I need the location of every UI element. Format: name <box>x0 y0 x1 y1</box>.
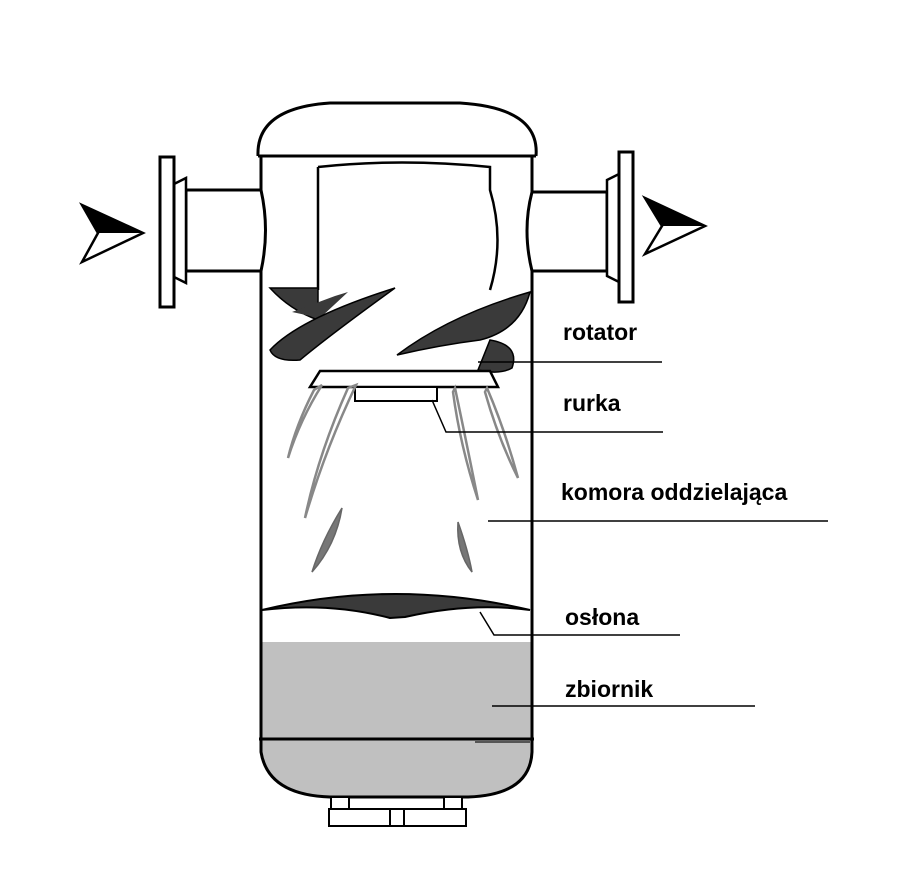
tube-outlet <box>354 386 438 402</box>
label-rotator: rotator <box>563 319 637 345</box>
droplet <box>311 507 343 573</box>
tank-liquid <box>261 642 532 739</box>
leader-line-rurka <box>431 399 663 433</box>
rotator-blade <box>269 287 396 362</box>
leader-line-oslona <box>479 611 680 636</box>
outlet-flange <box>605 171 621 285</box>
droplet <box>483 385 520 479</box>
outlet-arrow-fill <box>645 198 705 226</box>
droplet <box>451 384 480 501</box>
inner-tube <box>316 161 499 291</box>
top-dome <box>256 101 538 157</box>
label-komora: komora oddzielająca <box>561 479 787 505</box>
droplet <box>303 382 359 519</box>
drain-flange <box>328 808 467 827</box>
outlet-flange-plate <box>617 150 635 304</box>
inlet-arrow-fill <box>82 205 143 233</box>
rotator-blade <box>396 290 532 356</box>
label-rurka: rurka <box>563 390 621 416</box>
label-zbiornik: zbiornik <box>565 676 653 702</box>
rotator-blade <box>476 339 515 373</box>
inlet-flange-plate <box>158 155 176 309</box>
droplet <box>457 521 473 573</box>
inlet-nozzle <box>184 188 267 273</box>
shield-plate <box>261 593 531 620</box>
rotator-blade <box>292 292 348 318</box>
outlet-nozzle <box>525 190 609 273</box>
bottom-head-liquid <box>259 737 534 799</box>
label-oslona: osłona <box>565 604 639 630</box>
drain-foot-left <box>330 796 350 810</box>
inlet-flange <box>172 175 188 286</box>
drain-foot-right <box>443 796 463 810</box>
rotator-base-plate <box>307 369 501 389</box>
droplet <box>286 383 324 459</box>
